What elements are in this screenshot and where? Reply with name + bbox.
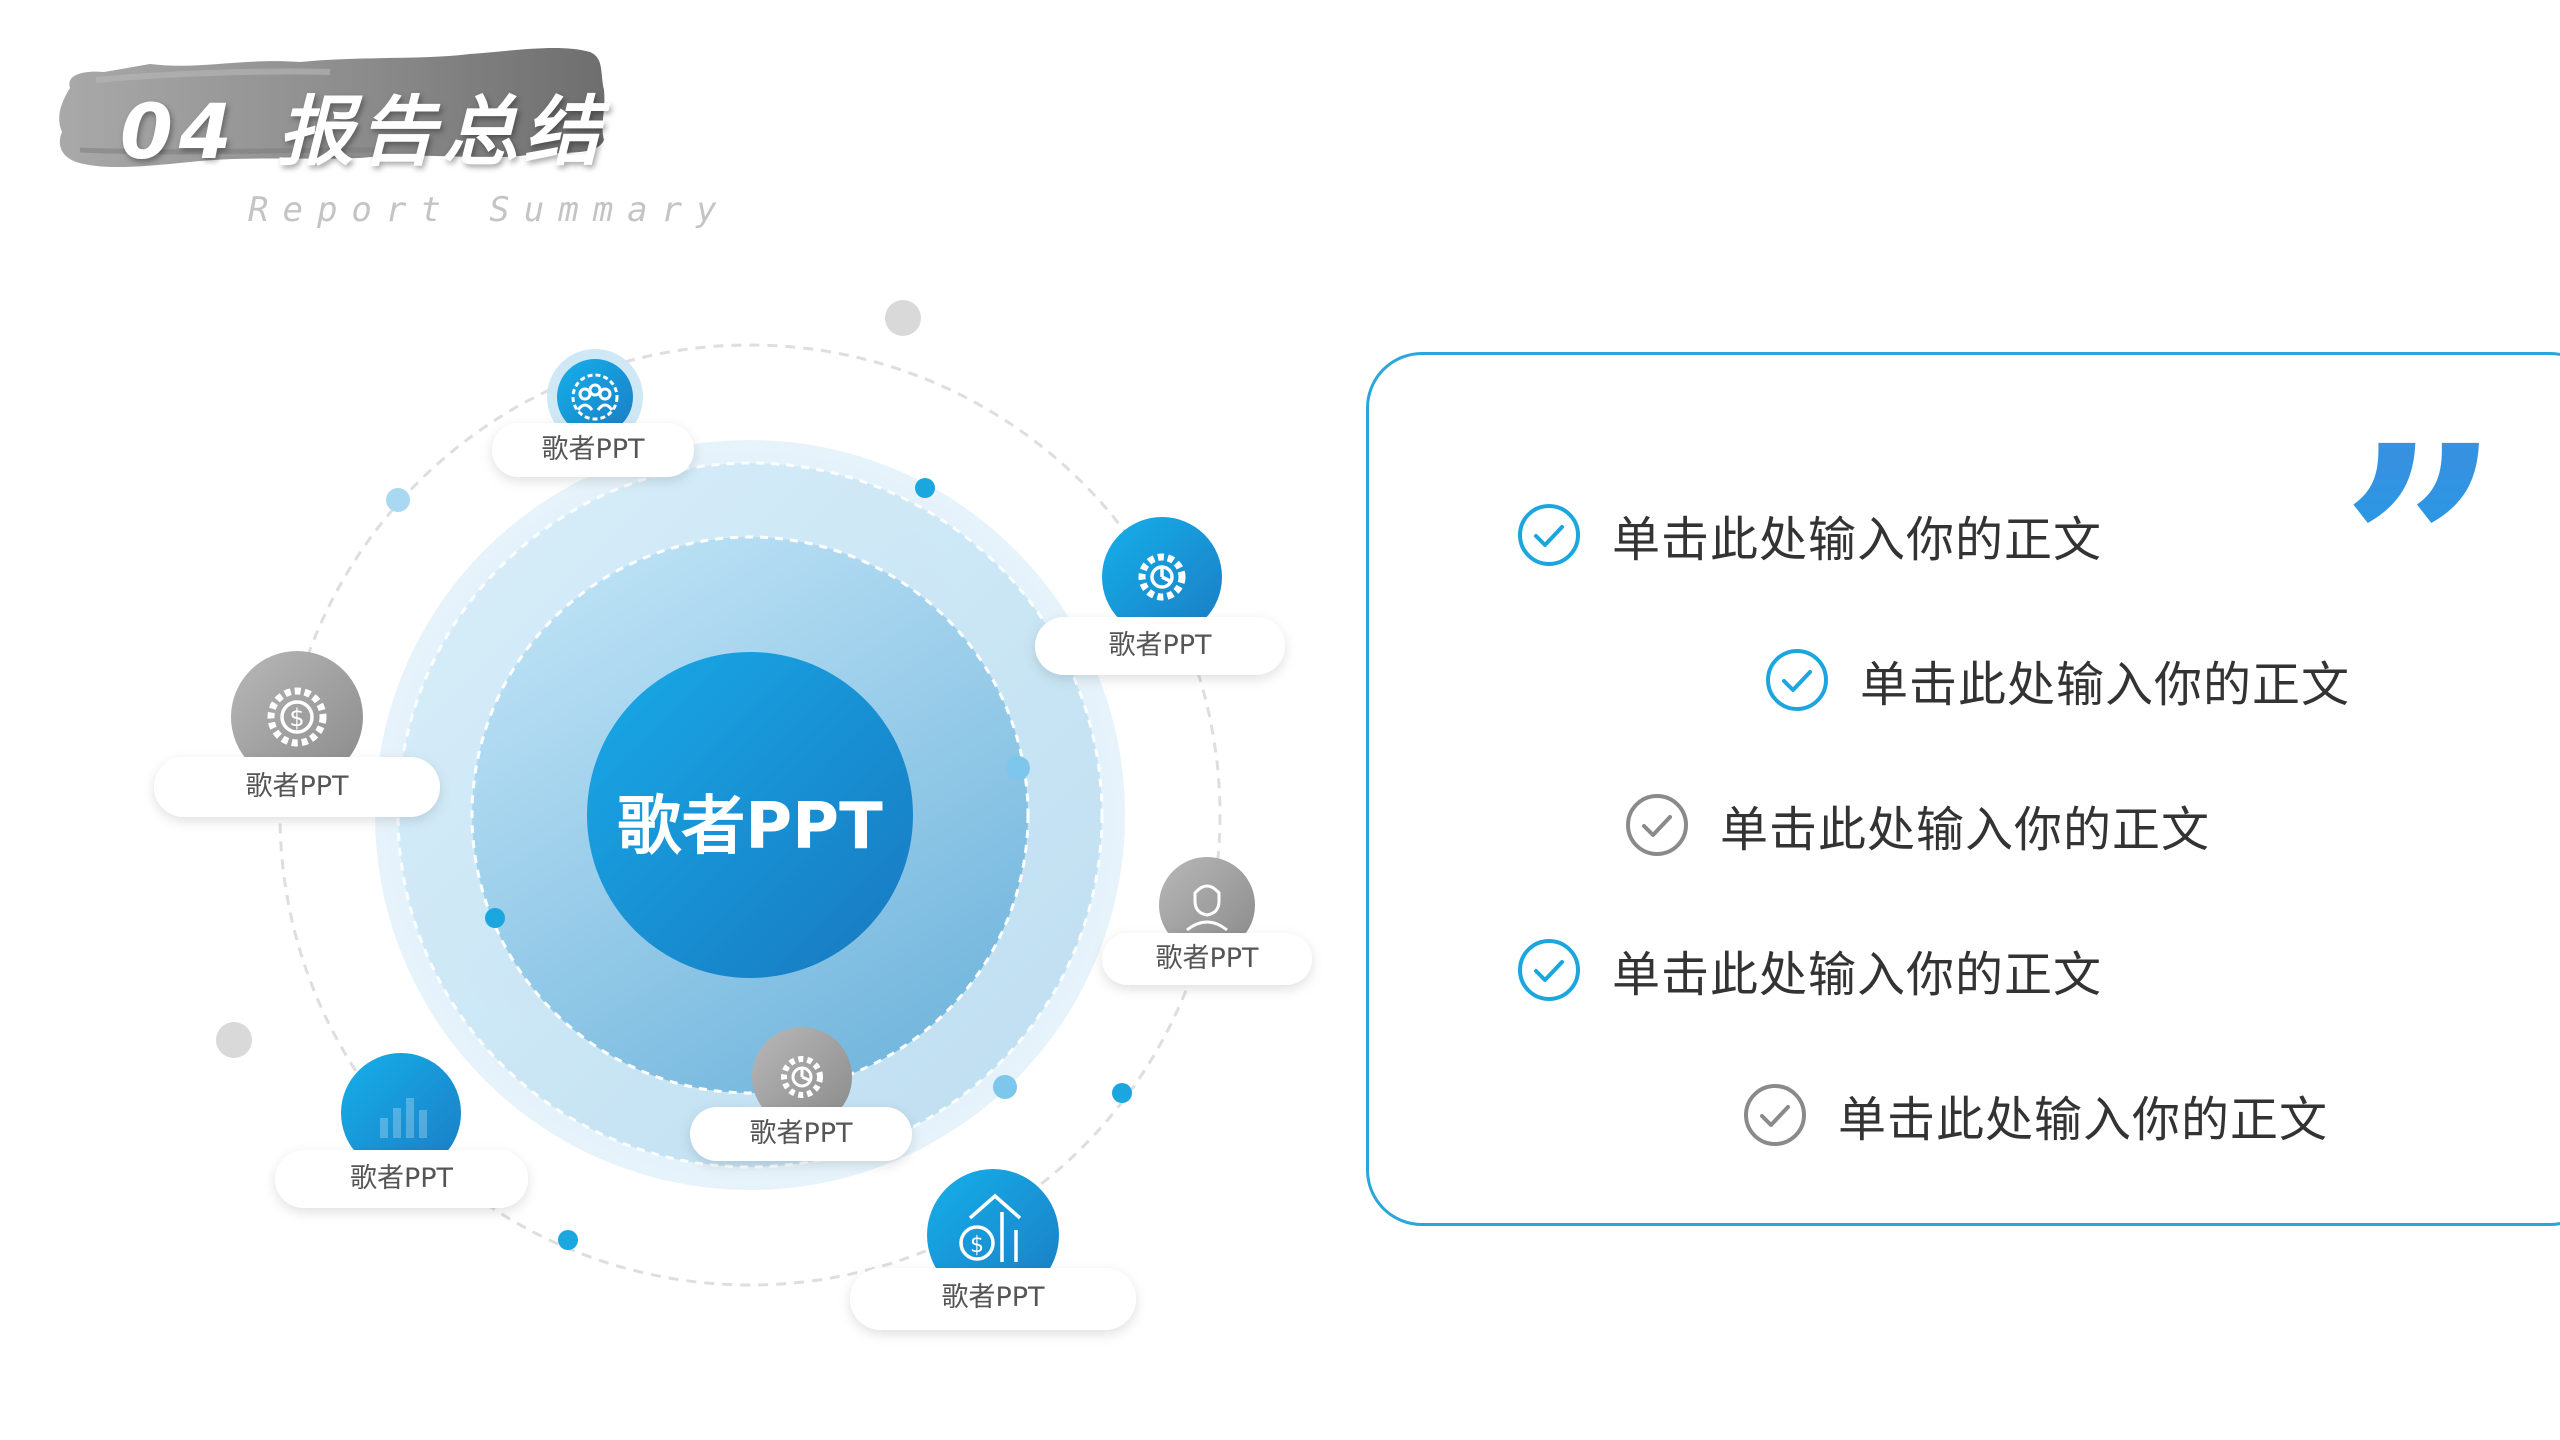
decor-dot	[1006, 756, 1030, 780]
decor-dot	[915, 478, 935, 498]
checklist-item: 单击此处输入你的正文	[1516, 500, 2102, 570]
checklist-item: 单击此处输入你的正文	[1516, 935, 2102, 1005]
node-label-pill	[275, 1150, 528, 1208]
node-label-pill	[492, 423, 694, 477]
checklist-text[interactable]: 单击此处输入你的正文	[1860, 657, 2351, 713]
check-circle-icon	[1518, 504, 1580, 566]
check-circle-icon	[1626, 794, 1688, 856]
checklist-item: 单击此处输入你的正文	[1742, 1080, 2328, 1150]
quote-card	[1366, 352, 2560, 1226]
checklist-text[interactable]: 单击此处输入你的正文	[1720, 802, 2211, 858]
node-label: 歌者PPT	[1108, 630, 1212, 661]
node-label-pill	[1035, 617, 1285, 675]
dollar-gear-icon: $	[267, 687, 327, 747]
node-circle	[557, 359, 633, 435]
node-label: 歌者PPT	[349, 1163, 454, 1194]
checklist-item: 单击此处输入你的正文	[1764, 645, 2350, 715]
node-label: 歌者PPT	[941, 1282, 1045, 1313]
center-label: 歌者PPT	[617, 790, 883, 864]
header-brush-stroke	[59, 48, 605, 168]
check-circle-icon	[1518, 939, 1580, 1001]
section-subtitle: Report Summary	[248, 190, 731, 230]
decor-dot	[993, 1075, 1017, 1099]
node-label: 歌者PPT	[1155, 943, 1259, 974]
node-label-pill	[850, 1268, 1136, 1330]
node-circle	[1159, 857, 1255, 953]
gear-chart-icon	[781, 1056, 823, 1098]
gear-chart-icon	[1138, 553, 1186, 601]
quote-icon: ”	[2340, 385, 2502, 714]
dollar-growth-icon: $	[959, 1193, 1022, 1262]
checklist-item: 单击此处输入你的正文	[1624, 790, 2210, 860]
decor-dot	[485, 908, 505, 928]
team-gear-icon	[571, 373, 619, 421]
checklist-text[interactable]: 单击此处输入你的正文	[1612, 947, 2103, 1003]
check-circle-icon	[1766, 649, 1828, 711]
node-label: 歌者PPT	[749, 1118, 853, 1149]
node-label-pill	[1102, 933, 1312, 985]
node-circle	[341, 1053, 461, 1173]
svg-text:$: $	[289, 704, 304, 732]
section-number: 04	[120, 87, 238, 176]
node-label-pill	[154, 757, 440, 817]
check-circle-icon	[1744, 1084, 1806, 1146]
section-title: 04 报告总结	[120, 70, 606, 180]
node-label: 歌者PPT	[541, 434, 645, 465]
section-title-text: 报告总结	[277, 87, 606, 176]
decor-dot	[216, 1022, 252, 1058]
person-icon	[1186, 884, 1228, 932]
decor-dot	[1112, 1083, 1132, 1103]
bar-chart-icon	[380, 1098, 427, 1138]
circle-diagram: $ $	[154, 300, 1312, 1330]
decor-dot	[885, 300, 921, 336]
node-label: 歌者PPT	[245, 771, 349, 802]
node-label-pill	[690, 1107, 912, 1161]
decor-dot	[386, 488, 410, 512]
checklist-text[interactable]: 单击此处输入你的正文	[1612, 512, 2103, 568]
checklist-text[interactable]: 单击此处输入你的正文	[1838, 1092, 2329, 1148]
node-circle	[231, 651, 363, 783]
svg-text:$: $	[970, 1233, 984, 1258]
decor-dot	[558, 1230, 578, 1250]
core-circle	[587, 652, 913, 978]
